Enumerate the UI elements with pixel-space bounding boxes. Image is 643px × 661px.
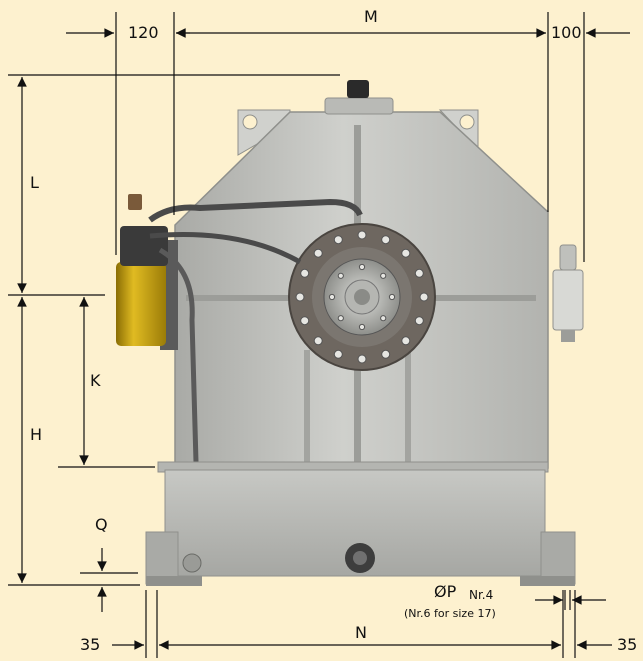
hub-bolt	[328, 293, 336, 301]
gearbox	[116, 80, 584, 586]
lug-hole-left	[242, 114, 258, 130]
shaft-bore	[354, 289, 370, 305]
dim-label-35-right: 35	[617, 635, 638, 654]
drain-plug-left	[182, 553, 202, 573]
flange-bolt	[414, 316, 424, 326]
dim-label-100: 100	[551, 23, 582, 42]
flange-bolt	[414, 268, 424, 278]
hub-bolt	[358, 323, 366, 331]
dim-label-m: M	[364, 7, 378, 26]
flange-bolt	[313, 248, 323, 258]
flange-bolt	[381, 349, 391, 359]
level-gauge-foot	[561, 330, 575, 342]
flange-bolt	[300, 268, 310, 278]
hub-bolt	[388, 293, 396, 301]
oil-filter	[116, 262, 166, 346]
dim-label-h: H	[30, 425, 43, 444]
oil-pipe-down	[158, 247, 199, 463]
flange-bolt	[381, 235, 391, 245]
base-bottom-left	[146, 576, 202, 586]
dim-label-p: ØP	[434, 582, 457, 601]
foot-left	[145, 531, 179, 585]
level-gauge-cap	[559, 244, 577, 271]
dim-label-120: 120	[128, 23, 159, 42]
flange-bolt	[300, 316, 310, 326]
oil-pipe-upper	[148, 198, 363, 223]
hub-bolts	[328, 263, 396, 331]
flange-bolt	[333, 349, 343, 359]
flange-bolt	[333, 235, 343, 245]
flange-bolt	[419, 292, 429, 302]
flange-bolt	[313, 336, 323, 346]
dim-label-35-left: 35	[80, 635, 101, 654]
hub-bolt	[358, 263, 366, 271]
hub-bolt	[380, 272, 387, 279]
level-gauge	[552, 269, 584, 331]
dim-label-q: Q	[95, 515, 108, 534]
lug-hole-right	[459, 114, 475, 130]
flange-bolt	[401, 336, 411, 346]
rib-right	[405, 350, 411, 468]
flange-bolt	[357, 230, 367, 240]
hub-bolt	[337, 315, 344, 322]
rib-left	[304, 350, 310, 468]
drain-plug-center-inner	[353, 551, 367, 565]
hub-bolt	[337, 272, 344, 279]
dim-label-n: N	[355, 623, 367, 642]
dim-label-p-note: (Nr.6 for size 17)	[404, 607, 496, 620]
dim-label-l: L	[30, 173, 39, 192]
flange-bolt	[357, 354, 367, 364]
dim-label-k: K	[90, 371, 101, 390]
filter-valve	[128, 194, 142, 210]
dim-label-p-count: Nr.4	[469, 588, 494, 602]
breather-base	[324, 97, 394, 115]
flange-bolt	[401, 248, 411, 258]
base-bottom-right	[520, 576, 575, 586]
foot-right	[540, 531, 576, 585]
oil-pipe-lower	[149, 232, 302, 265]
filter-head	[120, 226, 168, 266]
breather-cap	[347, 80, 369, 98]
flange-bolts	[295, 230, 429, 364]
hub-bolt	[380, 315, 387, 322]
dimension-lines	[8, 12, 630, 658]
flange-bolt	[295, 292, 305, 302]
